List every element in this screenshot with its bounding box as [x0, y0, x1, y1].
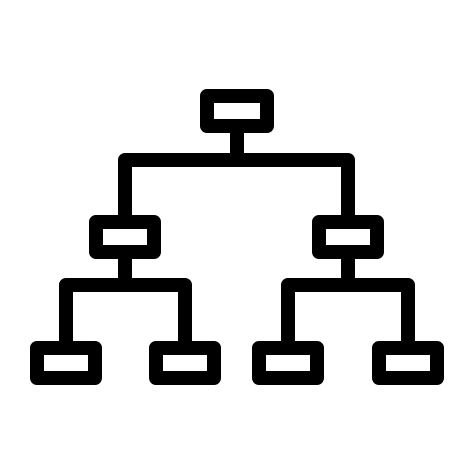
node-leaf-3 — [252, 341, 324, 385]
connector-lines — [59, 127, 415, 345]
node-level1-left — [89, 215, 161, 259]
node-root — [200, 89, 274, 133]
node-level1-right — [312, 215, 384, 259]
node-leaf-1 — [30, 341, 102, 385]
hierarchy-nodes — [30, 89, 444, 385]
connector-left-branch — [59, 278, 192, 345]
node-leaf-2 — [149, 341, 221, 385]
node-leaf-4 — [372, 341, 444, 385]
connector-root-branch — [118, 153, 355, 218]
connector-right-branch — [281, 278, 415, 345]
